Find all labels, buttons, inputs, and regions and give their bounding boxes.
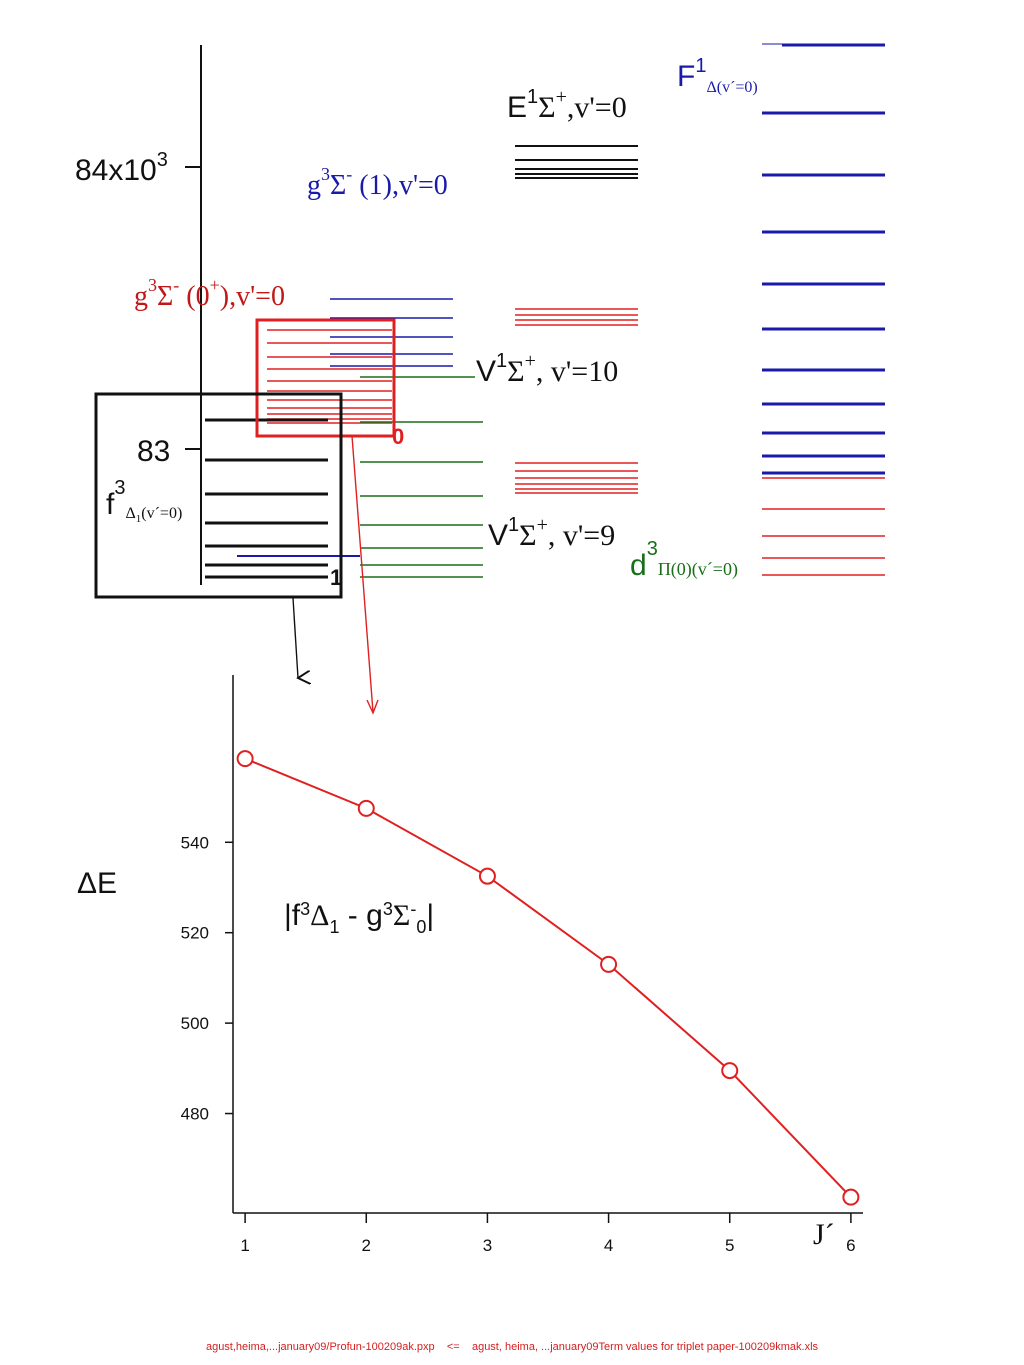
x-tick-label: 6 — [846, 1236, 855, 1255]
data-point — [478, 867, 496, 885]
series-points — [236, 750, 860, 1206]
series-line — [244, 757, 852, 1198]
x-tick-label: 2 — [362, 1236, 371, 1255]
levels-V-green — [360, 376, 483, 578]
data-point — [721, 1062, 739, 1080]
delta-e-chart: 480 500 520 540 1 2 3 4 5 6 ΔE J´ |f3Δ1 - g3Σ-0| — [77, 675, 863, 1255]
connector-arrow-black — [292, 597, 298, 678]
x-tick-label: 1 — [240, 1236, 249, 1255]
y-tick-label: 500 — [181, 1014, 209, 1033]
levels-f-state — [205, 418, 328, 579]
series-polyline — [244, 757, 852, 1198]
x-axis-label: J´ — [813, 1218, 835, 1251]
levels-V9-red — [515, 462, 638, 494]
x-tick-label: 3 — [483, 1236, 492, 1255]
y-tick-label: 540 — [181, 833, 209, 852]
marker-one: 1 — [330, 565, 342, 590]
data-point — [236, 750, 254, 768]
levels-V10-red — [515, 308, 638, 326]
levels-g0-state — [267, 329, 392, 424]
levels-d-state — [762, 477, 885, 576]
y-tick-label: 480 — [181, 1105, 209, 1124]
state-label-f: f3Δ1(v´=0) — [106, 477, 182, 525]
footer-source-note: agust,heima,...january09/Profun-100209ak… — [205, 1341, 819, 1353]
state-label-g0: g3Σ- (0+),v'=0 — [134, 275, 285, 312]
levels-F-state — [762, 43, 885, 475]
x-tick-label: 4 — [604, 1236, 613, 1255]
levels-E-state — [515, 145, 638, 179]
highlight-box-black — [94, 392, 343, 599]
connector-arrow-red-head — [366, 699, 379, 715]
chart-annotation: |f3Δ1 - g3Σ-0| — [284, 899, 434, 937]
x-tick-label: 5 — [725, 1236, 734, 1255]
data-point — [357, 799, 375, 817]
levels-g1-state — [330, 298, 453, 367]
state-label-d: d3Π(0)(v´=0) — [630, 538, 738, 582]
state-label-V9: V1Σ+, v'=9 — [488, 514, 615, 552]
state-label-E: E1Σ+,v'=0 — [507, 86, 627, 124]
connector-arrow-red — [351, 435, 374, 713]
data-point — [600, 955, 618, 973]
marker-zero: 0 — [392, 424, 404, 449]
state-label-g1: g3Σ- (1),v'=0 — [307, 164, 448, 201]
data-point — [842, 1188, 860, 1206]
state-label-F: F1Δ(v´=0) — [677, 55, 758, 96]
energy-tick-label-mid: 83 — [137, 435, 170, 468]
y-axis-label: ΔE — [77, 867, 117, 900]
energy-diagram: 84x103 83 F1Δ(v´=0) E1Σ+,v'=0 — [75, 43, 885, 715]
x-ticks: 1 2 3 4 5 6 — [240, 1213, 856, 1255]
energy-tick-label-top: 84x103 — [75, 149, 168, 187]
state-label-V10: V1Σ+, v'=10 — [476, 350, 618, 388]
highlight-box-red — [255, 318, 396, 438]
y-tick-label: 520 — [181, 924, 209, 943]
y-ticks: 480 500 520 540 — [181, 833, 233, 1124]
